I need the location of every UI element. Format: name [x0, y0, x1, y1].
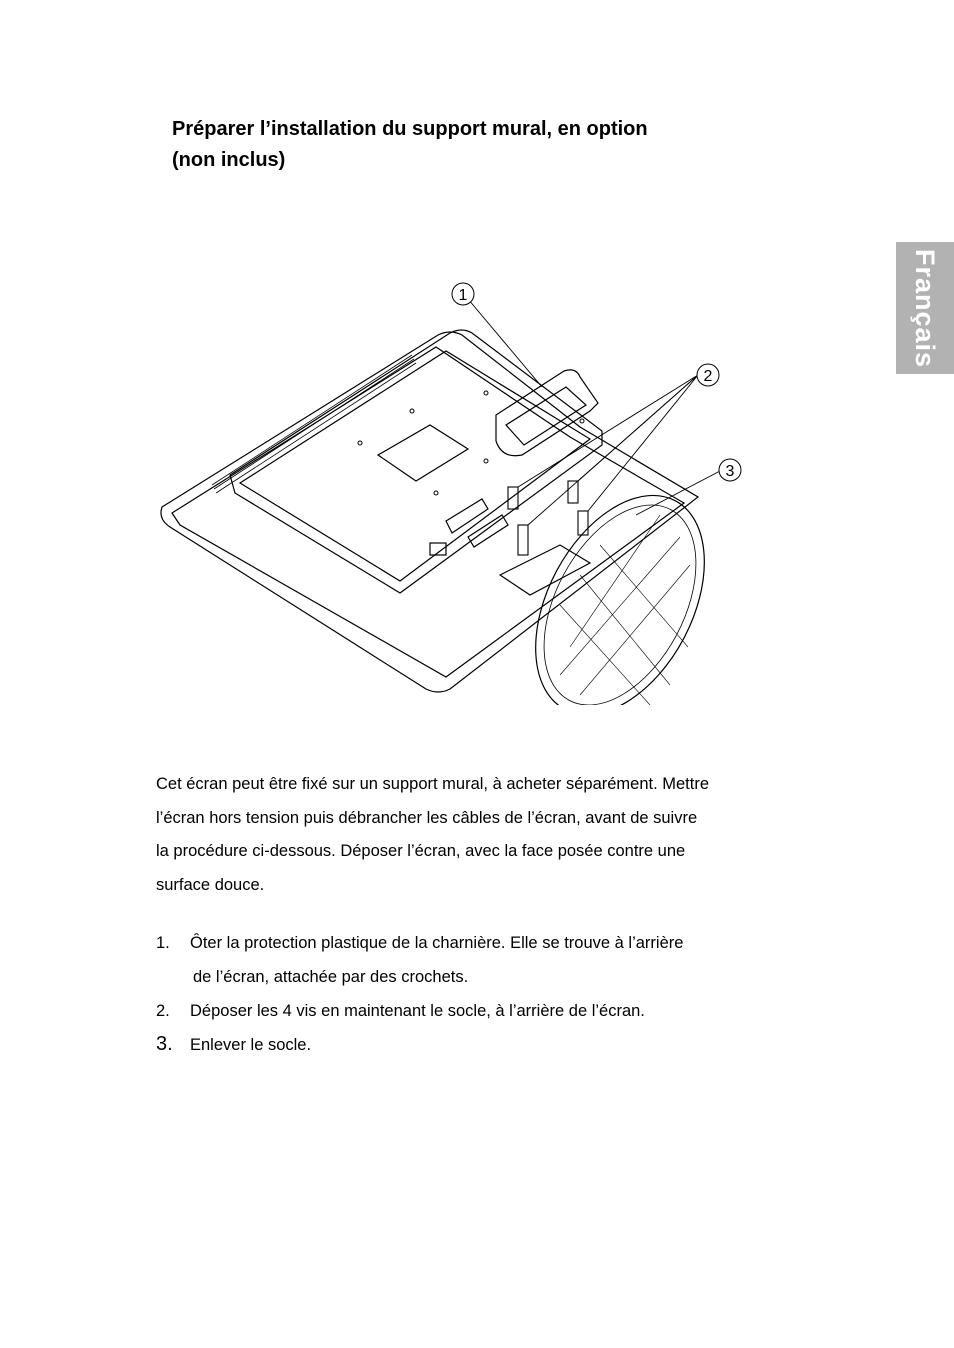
step-number: 2. [156, 1002, 170, 1020]
callout-1: 1 [451, 282, 475, 306]
intro-line: l’écran hors tension puis débrancher les… [156, 808, 698, 827]
monitor-stand-illustration: 1 2 3 [160, 282, 742, 705]
callout-3: 3 [718, 458, 742, 482]
connector-panel [429, 498, 509, 556]
callout-leaders [467, 298, 721, 526]
step-text: Ôter la protection plastique de la charn… [190, 934, 684, 952]
rear-housing [229, 329, 603, 594]
stand-neck [498, 544, 592, 596]
screws [507, 480, 589, 556]
intro-line: surface douce. [156, 875, 265, 894]
step-text: Déposer les 4 vis en maintenant le socle… [190, 1002, 645, 1020]
step-text: Enlever le socle. [190, 1036, 312, 1054]
monitor-back-shell [160, 331, 700, 693]
label-plate [376, 424, 470, 482]
page-title: Préparer l’installation du support mural… [172, 114, 772, 176]
stand-base [535, 494, 705, 705]
vent-slits [211, 354, 417, 494]
intro-line: Cet écran peut être fixé sur un support … [156, 775, 710, 793]
callout-3-label: 3 [726, 463, 735, 480]
intro-paragraph: Cet écran peut être fixé sur un support … [156, 768, 796, 902]
callout-1-label: 1 [459, 287, 468, 304]
title-line-1: Préparer l’installation du support mural… [172, 118, 648, 140]
step-number: 1. [156, 934, 170, 952]
hinge-cover [495, 369, 599, 457]
language-tab-label: Français [910, 248, 941, 368]
intro-line: la procédure ci-dessous. Déposer l’écran… [156, 842, 686, 860]
callout-2: 2 [696, 363, 720, 387]
callout-2-label: 2 [704, 368, 713, 385]
mount-holes [357, 390, 585, 496]
language-tab: Français [896, 242, 954, 374]
step-number: 3. [156, 1033, 173, 1055]
title-line-2: (non inclus) [172, 149, 286, 171]
step-text: de l’écran, attachée par des crochets. [193, 968, 469, 986]
